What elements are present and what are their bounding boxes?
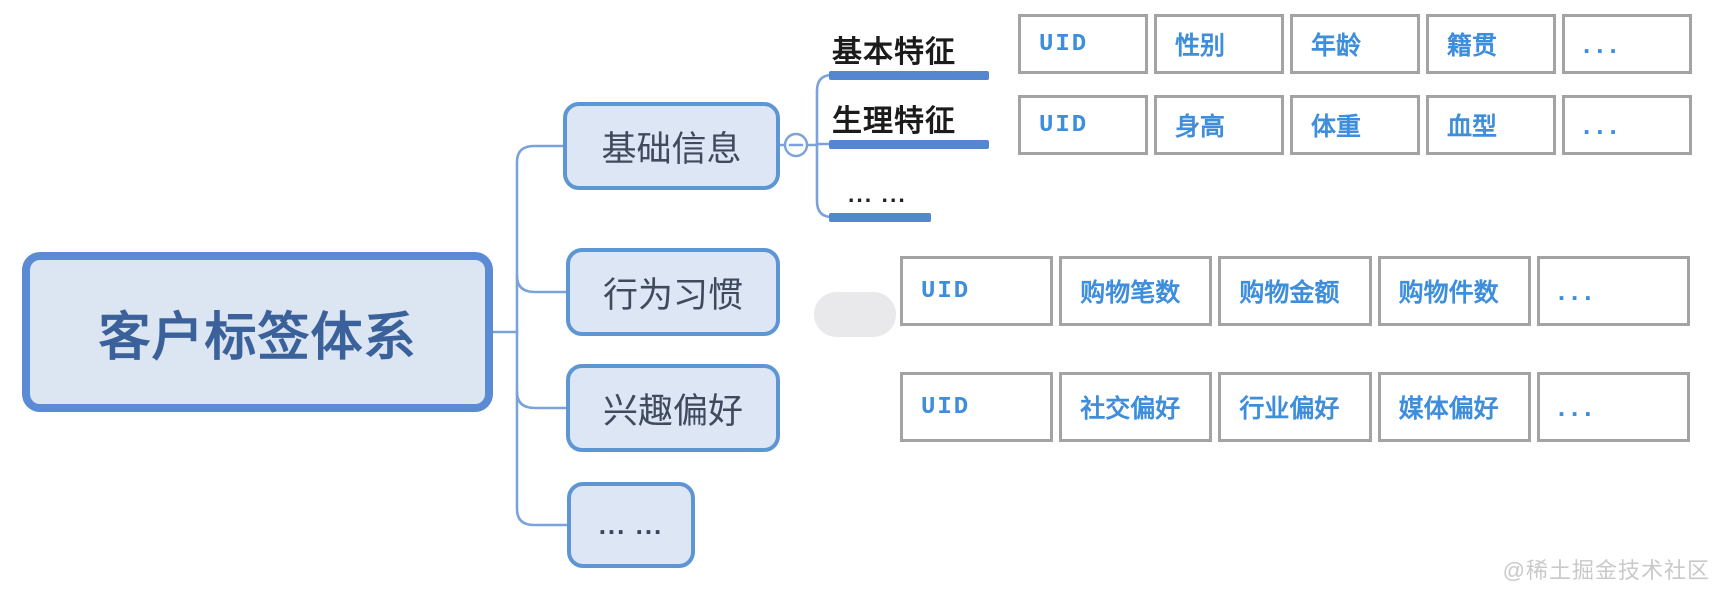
table-cell: UID [900, 256, 1054, 326]
table-cell: 籍贯 [1426, 14, 1556, 74]
table-interest-preference: UID 社交偏好 行业偏好 媒体偏好 ... [900, 372, 1691, 442]
table-cell: UID [1018, 95, 1148, 155]
table-cell-ellipsis: ... [1562, 95, 1692, 155]
table-cell: 社交偏好 [1059, 372, 1213, 442]
sub-branch-basic-features-label: 基本特征 [832, 36, 956, 69]
table-cell: 媒体偏好 [1377, 372, 1531, 442]
table-cell: UID [900, 372, 1054, 442]
table-shopping-behavior: UID 购物笔数 购物金额 购物件数 ... [900, 256, 1691, 326]
branch-node-behavior-habits: 行为习惯 [566, 248, 780, 336]
watermark-text: @稀土掘金技术社区 [1502, 558, 1710, 583]
table-cell: 购物笔数 [1059, 256, 1213, 326]
table-cell: 体重 [1290, 95, 1420, 155]
root-node-label: 客户标签体系 [98, 308, 417, 367]
branch-interest-label: 兴趣偏好 [602, 391, 743, 431]
sub-branch-physio-features-label: 生理特征 [832, 105, 956, 138]
branch-node-more-ellipsis: ... ... [567, 482, 695, 568]
branch-more-label: ... ... [598, 509, 664, 540]
sub-branch-more-label: ... ... [848, 181, 907, 207]
table-cell: 年龄 [1290, 14, 1420, 74]
branch-basic-label: 基础信息 [601, 129, 742, 169]
table-physiology-features: UID 身高 体重 血型 ... [1018, 95, 1692, 155]
table-cell: UID [1018, 14, 1148, 74]
collapse-minus-icon[interactable] [783, 132, 809, 158]
root-node-customer-tag-system: 客户标签体系 [22, 252, 493, 412]
sub-branch-physio-features-bar [829, 140, 989, 149]
table-cell: 行业偏好 [1218, 372, 1372, 442]
table-cell-ellipsis: ... [1536, 372, 1691, 442]
branch-behavior-label: 行为习惯 [602, 275, 743, 315]
table-basic-features: UID 性别 年龄 籍贯 ... [1018, 14, 1692, 74]
collapsed-branch-pill [814, 292, 896, 337]
table-cell-ellipsis: ... [1562, 14, 1692, 74]
branch-node-basic-info: 基础信息 [563, 102, 780, 190]
table-cell-ellipsis: ... [1536, 256, 1691, 326]
table-cell: 购物金额 [1218, 256, 1372, 326]
sub-branch-basic-features-bar [829, 71, 989, 80]
table-cell: 身高 [1154, 95, 1284, 155]
branch-node-interest-preference: 兴趣偏好 [566, 364, 780, 452]
table-cell: 购物件数 [1377, 256, 1531, 326]
sub-branch-more-bar [829, 213, 931, 222]
table-cell: 性别 [1154, 14, 1284, 74]
table-cell: 血型 [1426, 95, 1556, 155]
